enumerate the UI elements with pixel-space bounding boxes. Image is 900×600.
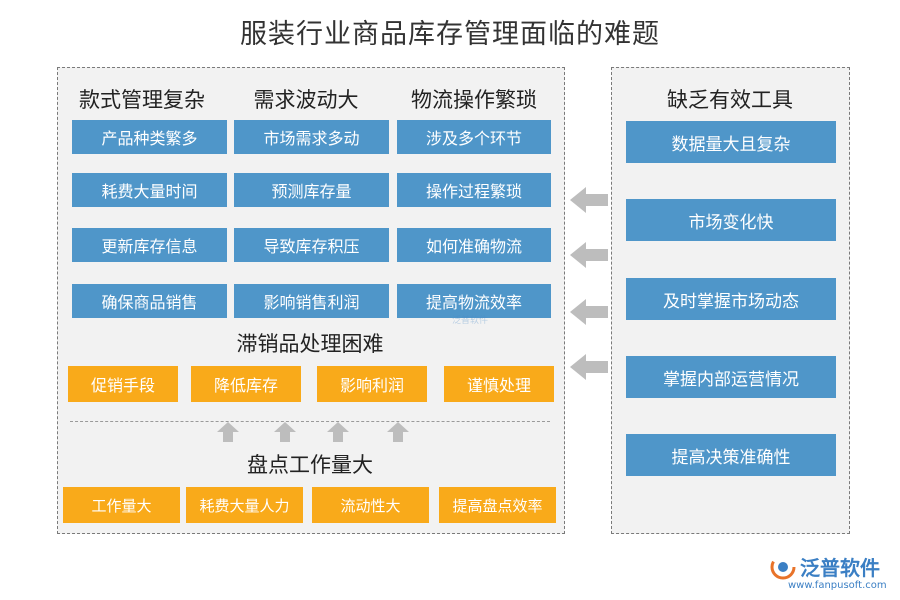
logo-url-text: www.fanpusoft.com [788,580,887,591]
logo-swirl-icon [770,554,796,580]
diagram-title: 服装行业商品库存管理面临的难题 [240,19,660,50]
inventory-count-item: 提高盘点效率 [439,487,556,523]
right-panel-heading: 缺乏有效工具 [667,88,793,112]
left-arrow-icon [570,187,608,213]
slow-moving-item: 谨慎处理 [444,366,554,402]
demand-item: 预测库存量 [234,173,389,207]
inventory-count-heading: 盘点工作量大 [247,453,373,477]
watermark-logo-center: 泛普软件 [452,313,488,326]
tool-item: 数据量大且复杂 [626,121,836,163]
column-heading-style: 款式管理复杂 [79,88,205,112]
tool-item: 提高决策准确性 [626,434,836,476]
demand-item: 影响销售利润 [234,284,389,318]
logistics-item: 操作过程繁琐 [397,173,551,207]
column-heading-logistics: 物流操作繁琐 [411,88,537,112]
slow-moving-item: 降低库存 [191,366,301,402]
tool-item: 市场变化快 [626,199,836,241]
up-arrow-icon [327,422,349,442]
style-item: 耗费大量时间 [72,173,227,207]
demand-item: 市场需求多动 [234,120,389,154]
tool-item: 掌握内部运营情况 [626,356,836,398]
logistics-item: 提高物流效率 [397,284,551,318]
left-arrow-icon [570,354,608,380]
left-arrow-icon [570,242,608,268]
logistics-item: 如何准确物流 [397,228,551,262]
inventory-count-item: 工作量大 [63,487,180,523]
style-item: 更新库存信息 [72,228,227,262]
style-item: 产品种类繁多 [72,120,227,154]
logo-brand-text: 泛普软件 [800,556,880,580]
inventory-count-item: 流动性大 [312,487,429,523]
slow-moving-item: 影响利润 [317,366,427,402]
left-arrow-icon [570,299,608,325]
demand-item: 导致库存积压 [234,228,389,262]
slow-moving-item: 促销手段 [68,366,178,402]
inventory-count-item: 耗费大量人力 [186,487,303,523]
up-arrow-icon [387,422,409,442]
tool-item: 及时掌握市场动态 [626,278,836,320]
dashed-divider [70,421,550,422]
slow-moving-heading: 滞销品处理困难 [236,332,384,356]
style-item: 确保商品销售 [72,284,227,318]
column-heading-demand: 需求波动大 [253,88,359,112]
up-arrow-icon [217,422,239,442]
brand-logo: 泛普软件 www.fanpusoft.com [768,552,893,596]
logistics-item: 涉及多个环节 [397,120,551,154]
up-arrow-icon [274,422,296,442]
watermark-brand: 泛普软件 [452,316,489,326]
